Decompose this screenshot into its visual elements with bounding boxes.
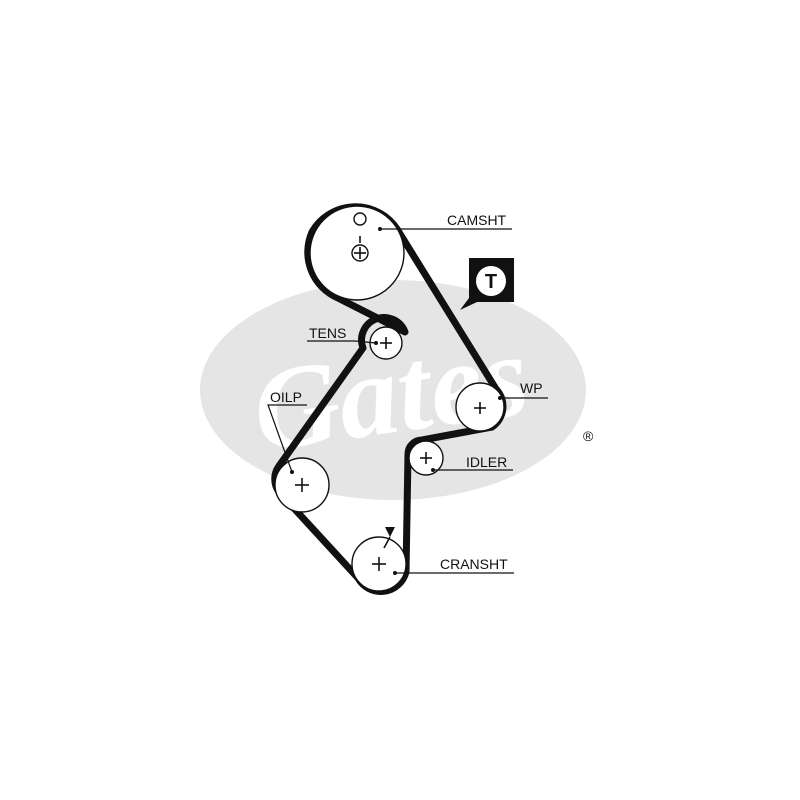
camshaft-leader-dot: [378, 227, 382, 231]
badge-circle: [476, 266, 506, 296]
crankshaft-pulley: [351, 527, 407, 592]
watermark-registered-mark: ®: [583, 428, 594, 444]
component-labels: CAMSHT TENS OILP WP IDLER CRANSHT: [270, 212, 543, 572]
tensioner-label: TENS: [309, 325, 346, 341]
camshaft-pulley: [309, 205, 405, 301]
crankshaft-label: CRANSHT: [440, 556, 508, 572]
tensioner-leader: [307, 340, 377, 344]
oil-pump-pulley: [274, 457, 330, 513]
leader-lines: [267, 227, 548, 575]
oil-pump-label: OILP: [270, 389, 302, 405]
water-pump-pulley: [455, 382, 505, 432]
oil-pump-leader: [267, 404, 307, 473]
crankshaft-timing-arrow-icon: [385, 527, 395, 537]
tensioner-badge: T: [460, 258, 514, 310]
water-pump-label: WP: [520, 380, 543, 396]
badge-letter: T: [485, 271, 497, 293]
oil-pump-leader-dot: [290, 470, 294, 474]
crankshaft-leader-dot: [393, 571, 397, 575]
tensioner-leader-dot: [374, 341, 378, 345]
crankshaft-timing-line: [383, 536, 391, 549]
camshaft-timing-mark: [353, 212, 367, 226]
idler-leader-dot: [431, 468, 435, 472]
water-pump-leader-dot: [498, 396, 502, 400]
idler-pulley: [408, 440, 444, 476]
idler-label: IDLER: [466, 454, 507, 470]
camshaft-label: CAMSHT: [447, 212, 507, 228]
